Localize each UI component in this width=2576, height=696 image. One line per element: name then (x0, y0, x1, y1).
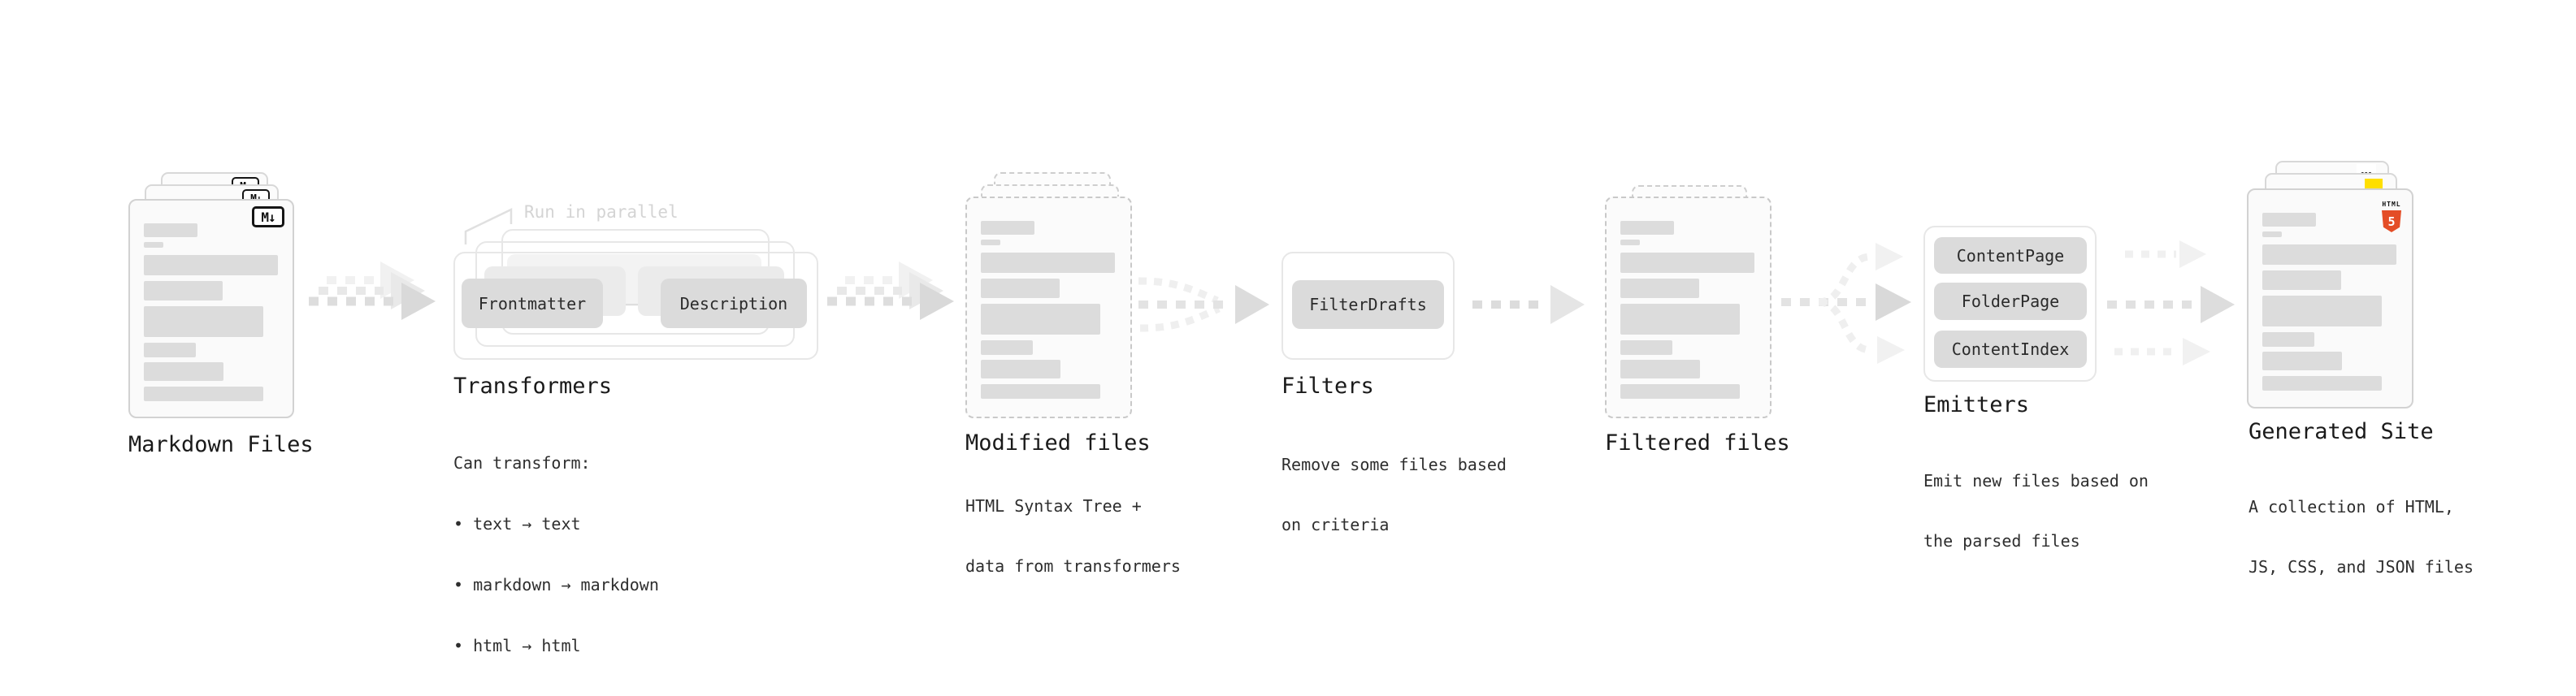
text-placeholder-bar (1620, 279, 1699, 298)
stage-label-emitters: Emitters (1923, 392, 2030, 417)
stage-label-modified-files: Modified files (965, 430, 1151, 456)
text-placeholder-bar (144, 343, 196, 357)
text-placeholder-bar (1620, 304, 1740, 335)
stage-label-filters: Filters (1281, 374, 1374, 399)
text-placeholder-bar (2262, 244, 2396, 265)
description-line: Can transform: (453, 453, 591, 473)
text-placeholder-bar (2262, 296, 2382, 326)
html5-icon: HTML 5 (2381, 194, 2402, 232)
text-placeholder-bar (2262, 231, 2282, 237)
text-placeholder-bar (981, 221, 1034, 235)
description-line: • html → html (453, 636, 581, 655)
description-line: HTML Syntax Tree + (965, 496, 1142, 516)
text-placeholder-bar (1620, 340, 1672, 355)
text-placeholder-bar (144, 281, 223, 300)
text-placeholder-bar (1620, 384, 1740, 399)
modified-file-card (965, 197, 1132, 418)
transformers-description: Can transform: • text → text • markdown … (453, 413, 659, 696)
modified-files-description: HTML Syntax Tree + data from transformer… (965, 456, 1181, 616)
text-placeholder-bar (1620, 240, 1640, 245)
arrow-filtered-to-emitters (1781, 243, 1911, 364)
description-line: the parsed files (1923, 531, 2080, 551)
run-in-parallel-annotation: Run in parallel (524, 202, 679, 222)
markdown-icon: M↓ (252, 206, 284, 227)
text-placeholder-bar (981, 340, 1033, 355)
folderpage-emitter-chip: FolderPage (1934, 283, 2087, 320)
text-placeholder-bar (144, 255, 278, 275)
generated-site-description: A collection of HTML, JS, CSS, and JSON … (2249, 457, 2474, 616)
text-placeholder-bar (1620, 253, 1754, 273)
description-line: • markdown → markdown (453, 575, 659, 594)
html5-icon-label: HTML (2382, 201, 2401, 208)
description-line: data from transformers (965, 556, 1181, 576)
contentpage-emitter-chip: ContentPage (1934, 237, 2087, 274)
stage-label-generated-site: Generated Site (2249, 419, 2434, 444)
description-line: Remove some files based (1281, 455, 1507, 474)
text-placeholder-bar (981, 240, 1000, 245)
stage-label-markdown-files: Markdown Files (128, 432, 314, 457)
filters-container (1281, 252, 1455, 360)
markdown-file-card: M↓ (128, 199, 294, 418)
text-placeholder-bar (2262, 270, 2341, 290)
description-line: Emit new files based on (1923, 471, 2149, 491)
html5-icon-shield: 5 (2382, 210, 2401, 232)
text-placeholder-bar (144, 223, 197, 237)
frontmatter-transformer-chip: Frontmatter (462, 279, 603, 328)
arrow-modified-to-filters (1138, 277, 1269, 332)
text-placeholder-bar (981, 384, 1100, 399)
description-line: on criteria (1281, 515, 1390, 534)
description-line: • text → text (453, 514, 581, 534)
arrow-filters-to-filtered (1472, 285, 1585, 324)
emitters-container (1923, 226, 2097, 382)
text-placeholder-bar (2262, 352, 2342, 370)
javascript-icon (2365, 179, 2383, 188)
text-placeholder-bar (2262, 332, 2314, 347)
text-placeholder-bar (1620, 221, 1674, 235)
stage-label-transformers: Transformers (453, 374, 613, 399)
text-placeholder-bar (144, 362, 223, 381)
filtered-file-card (1605, 197, 1772, 418)
text-placeholder-bar (981, 304, 1100, 335)
text-placeholder-bar (2262, 376, 2382, 391)
contentindex-emitter-chip: ContentIndex (1934, 331, 2087, 368)
stage-label-filtered-files: Filtered files (1605, 430, 1790, 456)
text-placeholder-bar (144, 242, 163, 248)
filters-description: Remove some files based on criteria (1281, 415, 1507, 574)
text-placeholder-bar (144, 306, 263, 337)
arrow-markdown-to-transformers (309, 262, 436, 320)
text-placeholder-bar (1620, 360, 1700, 378)
text-placeholder-bar (981, 279, 1060, 298)
description-transformer-chip: Description (661, 279, 807, 328)
pipeline-diagram: M↓ M↓ M↓ Markdown Files Run in parallel … (128, 161, 2474, 655)
description-line: A collection of HTML, (2249, 497, 2454, 517)
text-placeholder-bar (981, 360, 1060, 378)
emitters-description: Emit new files based on the parsed files (1923, 431, 2149, 590)
filterdrafts-filter-chip: FilterDrafts (1292, 280, 1444, 329)
arrow-emitters-to-generated (2107, 240, 2235, 365)
text-placeholder-bar (2262, 213, 2316, 227)
generated-html-card: HTML 5 (2247, 188, 2413, 409)
text-placeholder-bar (981, 253, 1115, 273)
text-placeholder-bar (144, 387, 263, 401)
transformer-container-front (453, 252, 818, 360)
arrow-transformers-to-modified (827, 262, 954, 320)
description-line: JS, CSS, and JSON files (2249, 557, 2474, 577)
